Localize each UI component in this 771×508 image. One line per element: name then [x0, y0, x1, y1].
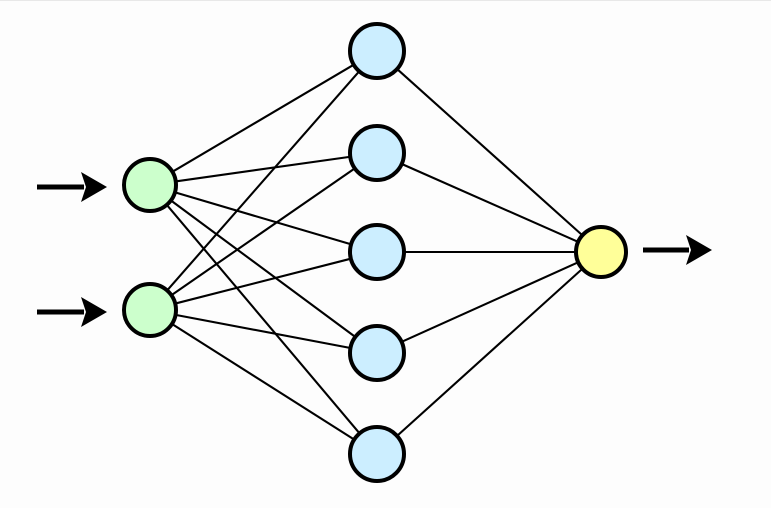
edge-in-2-to-h-5 — [169, 321, 357, 442]
node-circle-h-3[interactable] — [348, 223, 406, 281]
edge-in-1-to-h-1 — [170, 62, 357, 174]
node-circle-in-2[interactable] — [122, 282, 178, 338]
node-h-5[interactable] — [348, 425, 406, 483]
node-circle-h-1[interactable] — [348, 22, 406, 80]
input-arrow — [37, 297, 107, 327]
input-arrow — [37, 172, 107, 202]
edge-h-2-to-out-1 — [399, 162, 581, 244]
hidden-layer — [348, 22, 406, 483]
edge-in-1-to-h-2 — [173, 155, 353, 183]
edges-group — [164, 62, 585, 442]
edge-in-2-to-h-3 — [172, 257, 354, 306]
edge-in-1-to-h-5 — [164, 202, 362, 436]
node-circle-h-5[interactable] — [348, 425, 406, 483]
node-h-1[interactable] — [348, 22, 406, 80]
edge-h-4-to-out-1 — [399, 260, 581, 344]
edge-h-5-to-out-1 — [394, 266, 585, 439]
edge-in-2-to-h-1 — [165, 69, 362, 293]
input-arrow-head-icon — [81, 172, 107, 202]
edge-in-1-to-h-3 — [172, 190, 354, 246]
node-out-1[interactable] — [574, 225, 628, 279]
node-h-3[interactable] — [348, 223, 406, 281]
node-circle-h-2[interactable] — [348, 124, 406, 182]
edge-h-1-to-out-1 — [394, 66, 585, 238]
output-arrow-head-icon — [686, 235, 712, 265]
edge-in-2-to-h-4 — [173, 313, 353, 350]
output-layer — [574, 225, 628, 279]
input-layer — [122, 157, 178, 338]
node-circle-out-1[interactable] — [574, 225, 628, 279]
io-arrows-group — [37, 172, 712, 327]
node-h-4[interactable] — [348, 324, 406, 382]
output-arrow — [643, 235, 712, 265]
node-circle-h-4[interactable] — [348, 324, 406, 382]
node-in-2[interactable] — [122, 282, 178, 338]
edge-in-2-to-h-2 — [169, 166, 358, 298]
node-h-2[interactable] — [348, 124, 406, 182]
node-in-1[interactable] — [122, 157, 178, 213]
nodes-group — [122, 22, 628, 483]
node-circle-in-1[interactable] — [122, 157, 178, 213]
input-arrow-head-icon — [81, 297, 107, 327]
edge-in-1-to-h-4 — [168, 198, 358, 339]
